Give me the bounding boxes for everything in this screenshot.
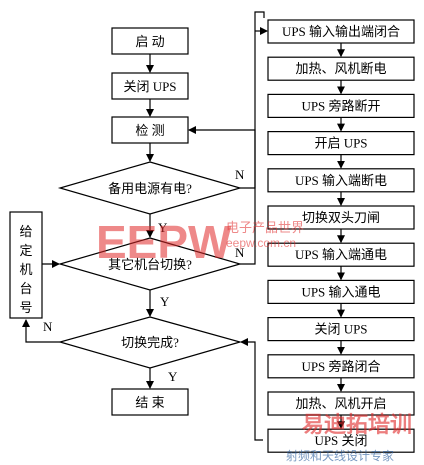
right-step-8: UPS 输入通电 [267,279,415,318]
right-step-box [267,428,415,453]
end-node: 结 束 [111,388,189,416]
right-step-9: 关闭 UPS [267,317,415,355]
edge-label-n3: N [43,319,53,334]
right-step-10: UPS 旁路闭合 [267,354,415,392]
decision-switch-label: 其它机台切换? [108,257,192,272]
start-node: 启 动 [111,27,189,55]
edge-label-y2: Y [160,294,170,309]
decision-done-label: 切换完成? [121,335,179,350]
right-step-3: UPS 旁路断开 [267,93,415,132]
right-step-label: UPS 关闭 [314,433,367,448]
signal-char-3: 机 [19,262,32,277]
arrow-switch-no-line [240,11,265,265]
right-step-1: UPS 输入输出端闭合 [267,19,415,58]
close-ups-node: 关闭 UPS [111,72,189,100]
eepw-watermark: EEPW 电子产品世界 eepw.com.cn [96,216,304,268]
right-step-label: 开启 UPS [314,136,367,151]
right-step-label: 加热、风机开启 [295,396,386,411]
detect-node: 检 测 [111,116,189,144]
right-step-label: 关闭 UPS [314,322,367,337]
right-step-label: UPS 旁路闭合 [301,359,380,374]
decision-backup: 备用电源有电? [57,161,243,215]
close-ups-label: 关闭 UPS [123,79,176,94]
edge-label-n1: N [235,167,245,182]
signal-box: 给 定 机 台 号 [9,211,43,319]
signal-char-1: 给 [19,224,32,239]
arrow-right-to-done [240,338,263,441]
end-label: 结 束 [135,395,164,410]
edge-label-n2: N [235,245,245,260]
right-step-label: 切换双头刀闸 [302,210,380,225]
edge-label-y3: Y [168,369,178,384]
badge-subtitle: 射频和天线设计专家 [286,448,394,463]
watermark-url: eepw.com.cn [226,236,296,250]
right-step-6: 切换双头刀闸 [267,205,415,244]
right-step-label: UPS 输入端通电 [295,247,387,262]
right-step-7: UPS 输入端通电 [267,242,415,281]
right-step-5: UPS 输入端断电 [267,168,415,206]
signal-char-4: 台 [19,281,32,296]
badge-watermark: 易迪拓培训 射频和天线设计专家 [286,412,412,463]
watermark-logo: EEPW [96,216,232,268]
arrow-done-no [22,319,60,343]
start-label: 启 动 [135,34,164,49]
right-step-label: UPS 输入端断电 [295,173,387,188]
watermark-slogan: 电子产品世界 [226,221,304,236]
signal-char-5: 号 [19,300,32,315]
signal-char-2: 定 [19,243,32,258]
badge-title: 易迪拓培训 [302,412,412,438]
right-step-11: 加热、风机开启 [267,391,415,430]
detect-label: 检 测 [135,123,164,138]
decision-done: 切换完成? [57,316,243,369]
right-step-12: UPS 关闭 [267,428,415,453]
right-step-label: UPS 旁路断开 [301,98,380,113]
edge-label-y1: Y [158,220,168,235]
right-step-label: UPS 输入通电 [301,284,380,299]
right-step-4: 开启 UPS [267,131,415,169]
right-step-2: 加热、风机断电 [267,56,415,95]
decision-backup-label: 备用电源有电? [108,181,192,196]
right-step-label: UPS 输入输出端闭合 [282,24,400,39]
right-step-label: 加热、风机断电 [295,61,386,76]
